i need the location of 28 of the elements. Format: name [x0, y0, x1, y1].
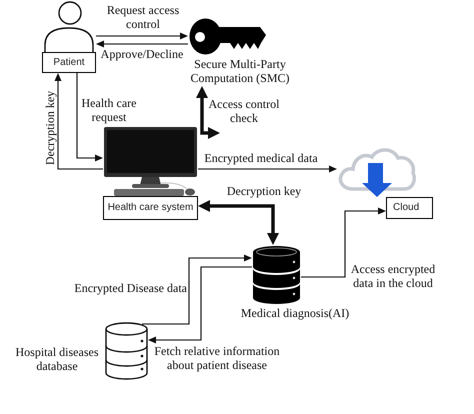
arrow: [198, 166, 337, 172]
cloud-box: Cloud: [386, 197, 433, 219]
double-headed-arrow: [196, 86, 220, 139]
edge-label: Access control check: [208, 97, 280, 125]
arrow: [96, 40, 188, 48]
node-caption: Hospital diseases database: [14, 345, 100, 373]
patient-box: Patient: [42, 52, 96, 73]
arrow: [54, 73, 103, 170]
node-caption: Medical diagnosis(AI): [240, 306, 350, 320]
edge-label: Access encrypted data in the cloud: [350, 262, 436, 290]
arrow: [301, 208, 386, 278]
smc-label: Secure Multi-Party Computation (SMC): [189, 57, 290, 85]
edge-label: Health care request: [80, 96, 138, 124]
edge-label: Request access control: [106, 3, 180, 31]
edge-label: Fetch relative information about patient disease: [153, 344, 281, 372]
arrow: [96, 32, 188, 40]
edge-label: Approve/Decline: [100, 47, 184, 61]
arrow: [76, 73, 103, 162]
edge-label: Encrypted medical data: [203, 151, 319, 165]
database-icon: [252, 245, 301, 305]
arrow: [148, 266, 252, 344]
edge-label: Decryption key: [43, 90, 57, 166]
edge-label: Decryption key: [226, 184, 302, 198]
double-headed-arrow: [198, 200, 279, 245]
edge-label: Encrypted Disease data: [73, 281, 187, 295]
database-icon: [105, 322, 148, 380]
arrow: [142, 254, 252, 325]
system-box: Health care system: [103, 196, 198, 220]
